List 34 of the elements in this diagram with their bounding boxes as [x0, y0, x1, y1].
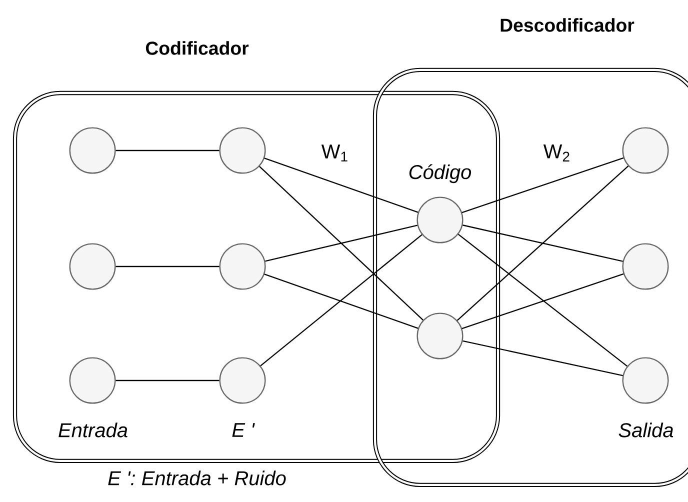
connection-line — [456, 166, 629, 321]
layer-label: Código — [409, 164, 472, 184]
layer-label: E ' — [232, 423, 255, 437]
connection-line — [462, 157, 624, 214]
neuron-circle — [69, 243, 116, 290]
node-label: Codificador — [146, 41, 249, 55]
connection-line — [116, 266, 220, 268]
neuron-circle — [69, 357, 116, 404]
neuron-circle — [219, 357, 266, 404]
node-label: Descodificador — [500, 18, 634, 32]
neuron-circle — [622, 357, 669, 404]
connection-line — [462, 273, 624, 330]
neuron-circle — [622, 243, 669, 290]
connection-line — [264, 274, 418, 329]
connection-line — [116, 380, 220, 382]
neuron-circle — [622, 127, 669, 174]
connection-line — [264, 158, 418, 213]
connection-line — [462, 224, 623, 262]
connection-line — [462, 340, 623, 376]
connection-line — [260, 234, 422, 366]
connection-line — [265, 224, 418, 262]
neuron-circle — [219, 243, 266, 290]
connection-line — [259, 166, 424, 320]
edge-weight-label: W$_{1}$ — [321, 144, 348, 162]
neuron-circle — [69, 127, 116, 174]
edge-weight-label: W$_{2}$ — [543, 144, 570, 162]
neuron-circle — [219, 127, 266, 174]
note-text: E ': Entrada + Ruido — [108, 470, 286, 486]
layer-label: Entrada — [58, 422, 128, 438]
neuron-circle — [416, 312, 464, 360]
connection-line — [458, 234, 628, 367]
connection-line — [116, 150, 220, 152]
neuron-circle — [416, 196, 464, 244]
layer-label: Salida — [618, 422, 674, 438]
